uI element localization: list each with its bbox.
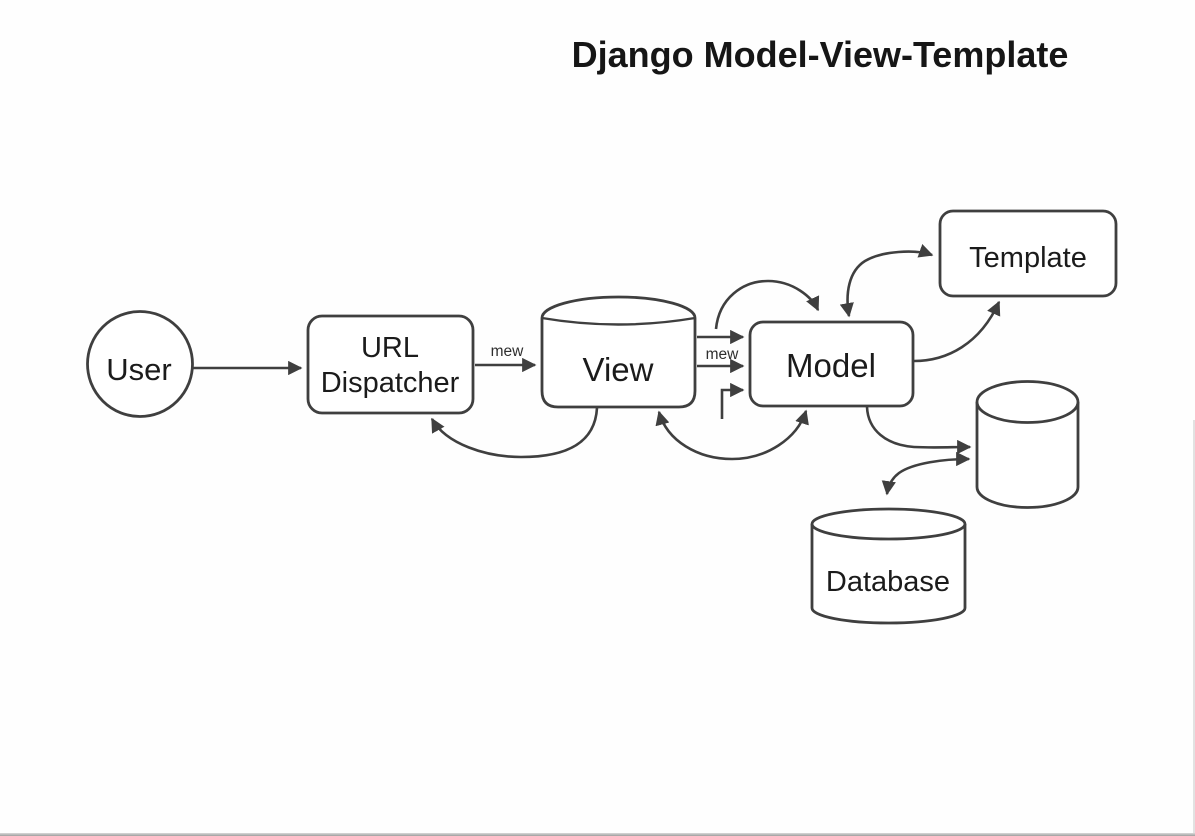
node-template	[938, 209, 1118, 298]
node-template-label: Template	[969, 242, 1087, 274]
node-datastore-top	[975, 380, 1080, 424]
edge-model-to-datastore	[865, 406, 972, 455]
edge-model-to-template-bottom	[913, 300, 1001, 363]
edge-view-model-bottom-loop	[655, 409, 809, 461]
node-database-top	[810, 507, 967, 541]
diagram-title: Django Model-View-Template	[572, 34, 1069, 75]
node-database-label: Database	[826, 566, 950, 598]
scan-edge-right	[1193, 420, 1195, 836]
node-view-label: View	[583, 351, 654, 388]
edge-view-to-model-elbow	[720, 382, 745, 419]
node-model-label: Model	[786, 347, 876, 384]
edge-datastore-database-curve	[881, 451, 971, 496]
node-view-top-band	[541, 316, 696, 326]
edge-label-url-dispatcher-to-view: mew	[491, 343, 525, 360]
node-url-dispatcher	[306, 314, 475, 415]
node-user	[86, 310, 194, 418]
node-url-dispatcher-label-line1: URL	[361, 332, 419, 364]
edge-model-template-left-curve	[839, 243, 934, 318]
node-model	[748, 320, 915, 408]
edge-view-to-url-dispatcher-return	[430, 407, 599, 459]
node-url-dispatcher-label-line2: Dispatcher	[321, 367, 460, 399]
node-view	[540, 295, 697, 409]
edge-view-to-model-arc	[714, 279, 820, 330]
edge-label-view-to-model: mew	[706, 346, 740, 363]
node-user-label: User	[106, 352, 171, 387]
node-datastore-body	[975, 402, 1080, 509]
node-database-body	[810, 524, 967, 625]
scan-edge-bottom	[0, 833, 1195, 836]
